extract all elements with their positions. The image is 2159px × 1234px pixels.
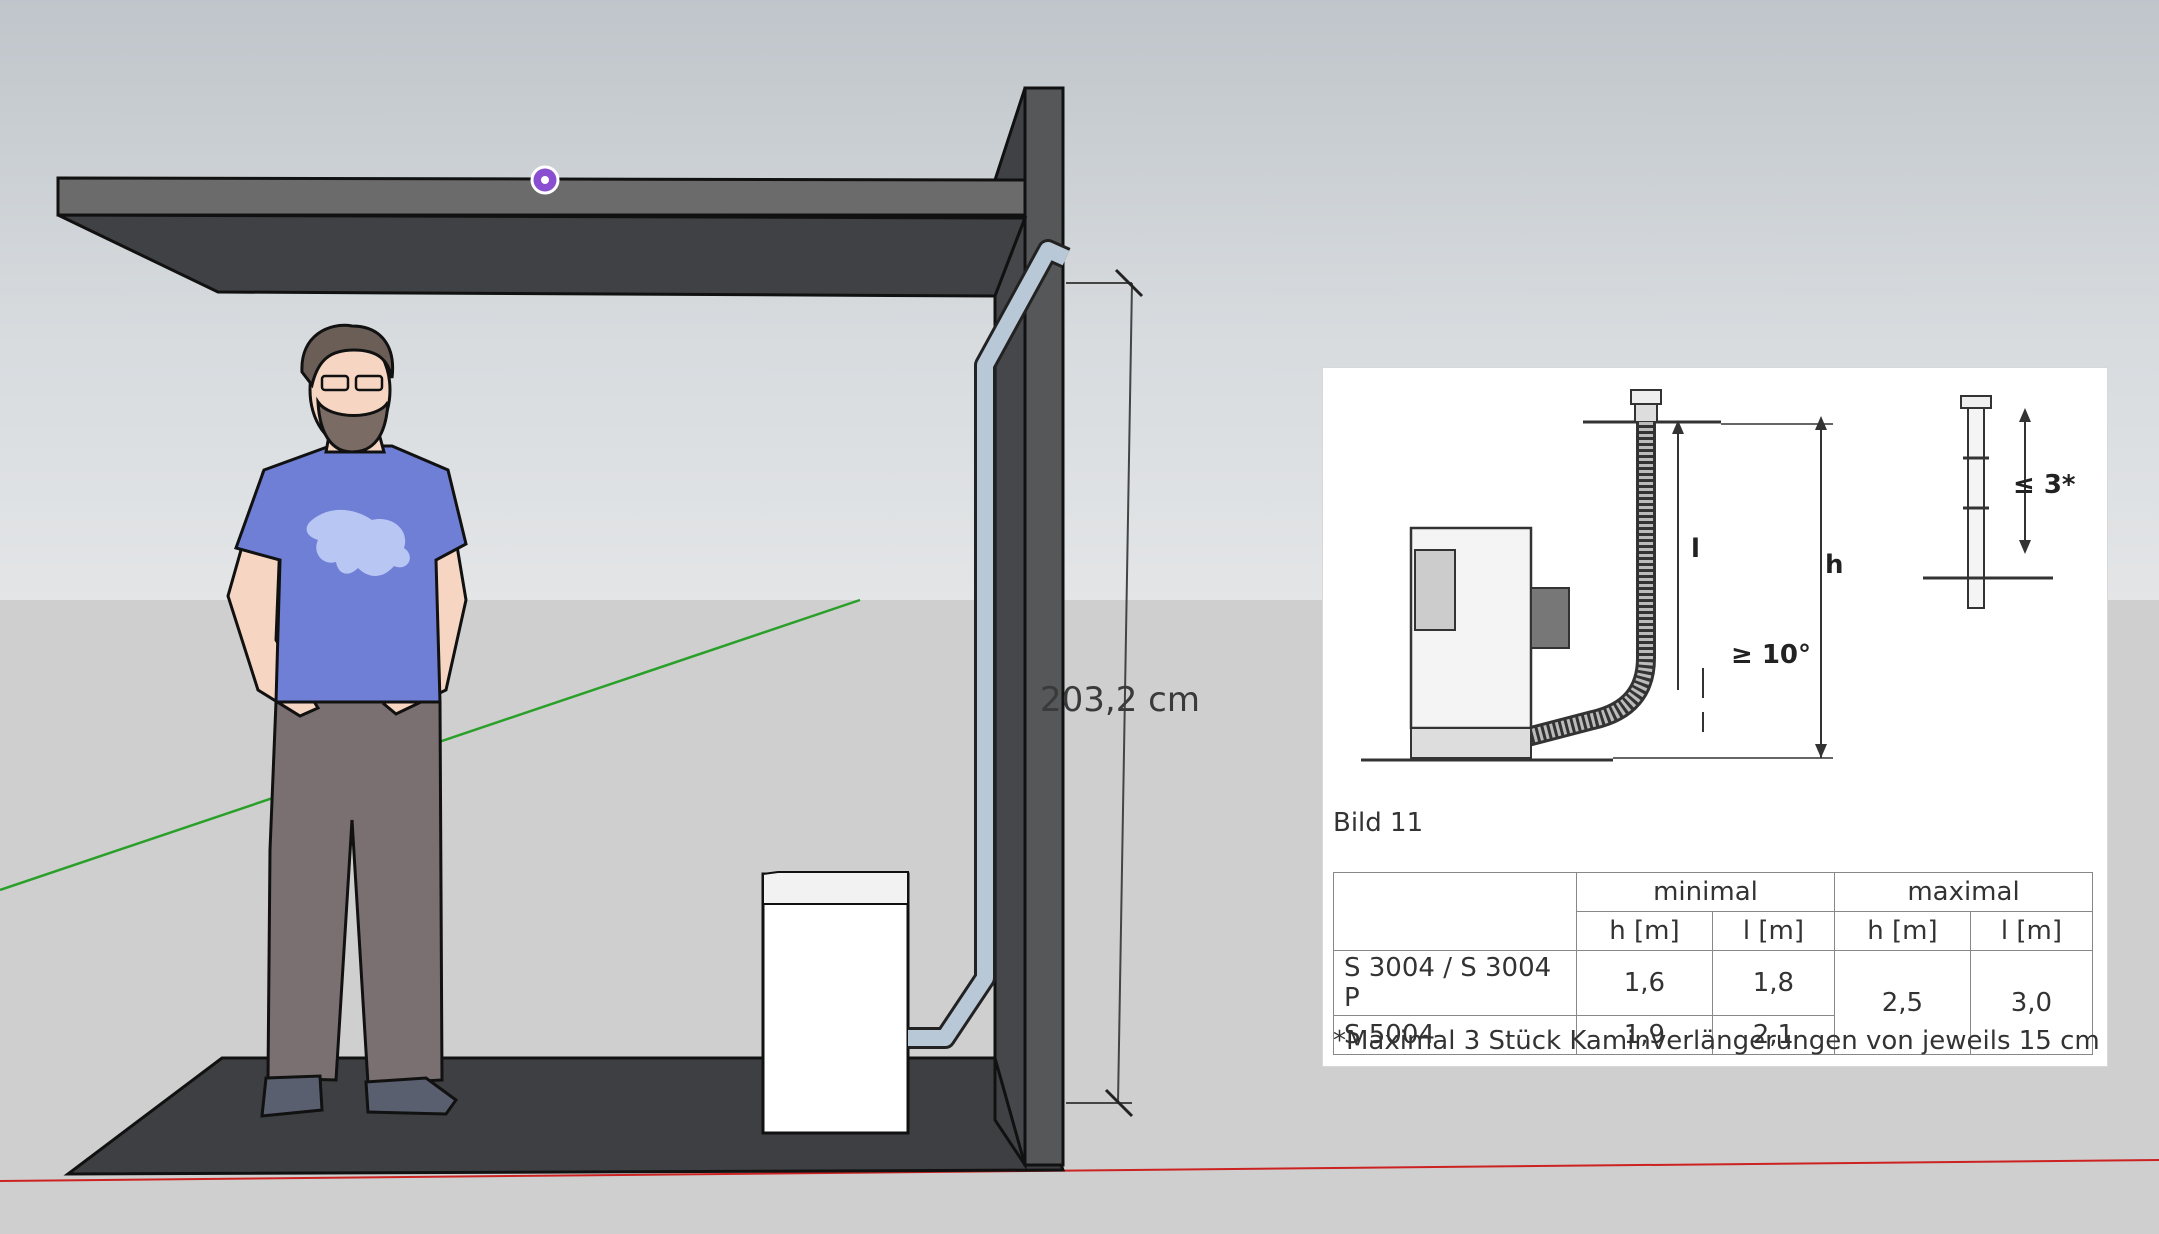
- header-min-l: l [m]: [1711, 911, 1835, 951]
- min-l-cell: 2,1: [1711, 1015, 1835, 1055]
- dim-tick-bottom: [1104, 1088, 1134, 1118]
- red-axis: [0, 1159, 2159, 1182]
- heater-box-top: [762, 871, 909, 905]
- max-h-cell: 2,5: [1833, 950, 1971, 1055]
- floor-slab[interactable]: [63, 1056, 1066, 1176]
- heater-box[interactable]: [761, 872, 910, 1135]
- dimension-label[interactable]: 203,2 cm: [1040, 680, 1200, 720]
- figure-caption: Bild 11: [1333, 808, 1424, 838]
- person-figure[interactable]: [226, 323, 468, 1118]
- min-h-cell: 1,9: [1576, 1015, 1713, 1055]
- reference-image-panel[interactable]: l h ≥ 10° ≤ 3* Bild 11 minimal maximal h…: [1322, 367, 2108, 1067]
- table-row: S 5004 1,9 2,1: [1333, 1015, 2093, 1055]
- height-label: h: [1825, 550, 1844, 580]
- header-min-h: h [m]: [1576, 911, 1713, 951]
- exhaust-pipe[interactable]: [908, 242, 1070, 1046]
- extension-label: ≤ 3*: [2013, 470, 2076, 500]
- header-max-h: h [m]: [1833, 911, 1971, 951]
- shelf-underside[interactable]: [57, 213, 1028, 298]
- min-h-cell: 1,6: [1576, 950, 1713, 1016]
- min-l-cell: 1,8: [1711, 950, 1835, 1016]
- table-row: S 3004 / S 3004 P 1,6 1,8 2,5 3,0: [1333, 950, 2094, 1055]
- dim-tick-top: [1114, 268, 1144, 298]
- dimension-line[interactable]: [1117, 282, 1133, 1104]
- spec-table: minimal maximal h [m] l [m] h [m] l [m] …: [1333, 872, 2094, 1055]
- header-maximal: maximal: [1833, 872, 2094, 912]
- header-minimal: minimal: [1576, 872, 1835, 912]
- max-l-cell: 3,0: [1969, 950, 2094, 1055]
- model-cell: S 3004 / S 3004 P: [1333, 950, 1577, 1016]
- installation-diagram: [1361, 389, 2053, 762]
- model-cell: S 5004: [1333, 1015, 1577, 1055]
- angle-label: ≥ 10°: [1731, 640, 1812, 670]
- footnote: *Maximal 3 Stück Kaminverlängerungen von…: [1333, 1026, 2100, 1056]
- header-max-l: l [m]: [1969, 911, 2094, 951]
- shelf-top-face[interactable]: [56, 176, 1027, 217]
- length-label: l: [1691, 534, 1700, 564]
